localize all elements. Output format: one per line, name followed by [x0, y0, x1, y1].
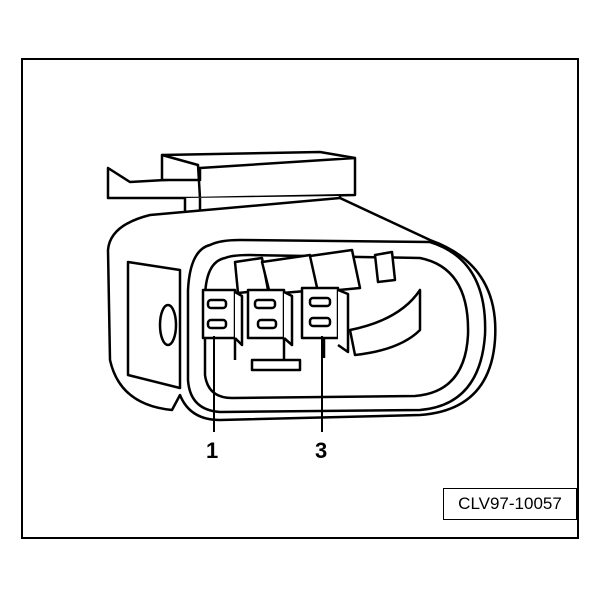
- terminal-1: [201, 256, 270, 360]
- terminal-2: [246, 253, 320, 360]
- terminal-3: [300, 248, 362, 358]
- callout-label-1: 1: [206, 438, 219, 463]
- callout-label-3: 3: [315, 438, 328, 463]
- housing-side-panel: [126, 260, 182, 390]
- cavity-tab: [250, 358, 302, 372]
- figure-code: CLV97-10057: [443, 488, 577, 520]
- figure-border: [21, 58, 579, 539]
- housing-side-hole: [158, 303, 178, 347]
